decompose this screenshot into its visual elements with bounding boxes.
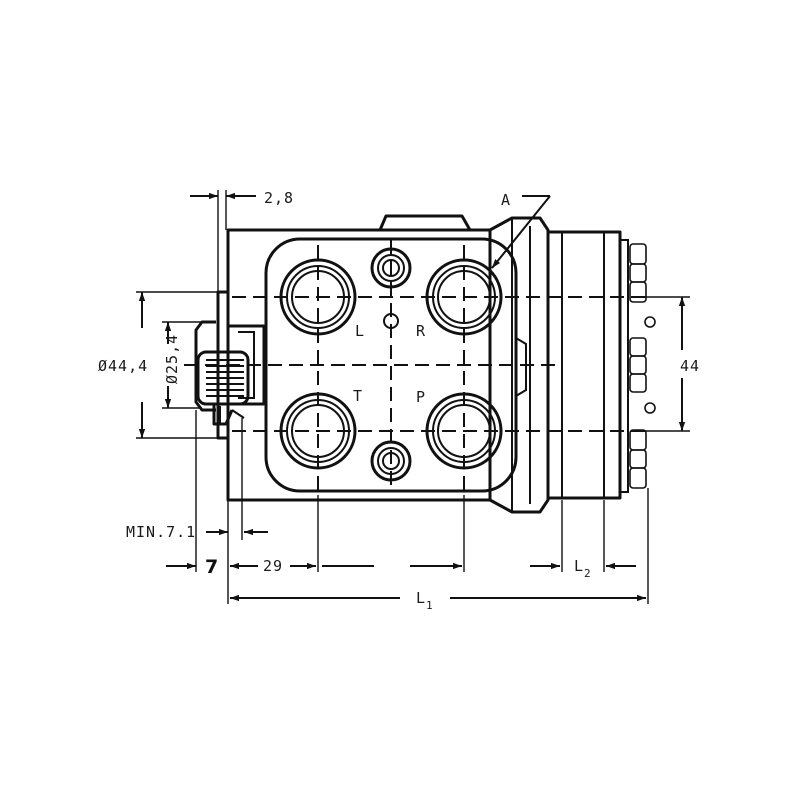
housing-outline	[226, 214, 656, 514]
dim-44-4-label: Ø44,4	[98, 357, 148, 375]
dimensions	[136, 190, 690, 604]
dim-a-label: A	[501, 191, 511, 209]
port-l-label: L	[355, 322, 364, 340]
dim-min-7-1-label: MIN.7.1	[126, 523, 196, 541]
dim-l2-label: L2	[574, 557, 592, 580]
center-lines	[184, 240, 650, 492]
dim-2-8-label: 2,8	[264, 189, 294, 207]
port-r-label: R	[416, 322, 426, 340]
dim-44-label: 44	[680, 357, 700, 375]
dim-7-label: 7	[205, 556, 218, 578]
port-p-label: P	[416, 388, 425, 406]
dim-25-4-label: Ø25,4	[163, 334, 181, 384]
labels: 2,8 A Ø44,4 Ø25,4 44 MIN.7.1 7 29 L2 L1 …	[98, 189, 700, 612]
dim-l1-label: L1	[416, 589, 434, 612]
dim-29-label: 29	[263, 557, 283, 575]
port-t-label: T	[353, 387, 362, 405]
